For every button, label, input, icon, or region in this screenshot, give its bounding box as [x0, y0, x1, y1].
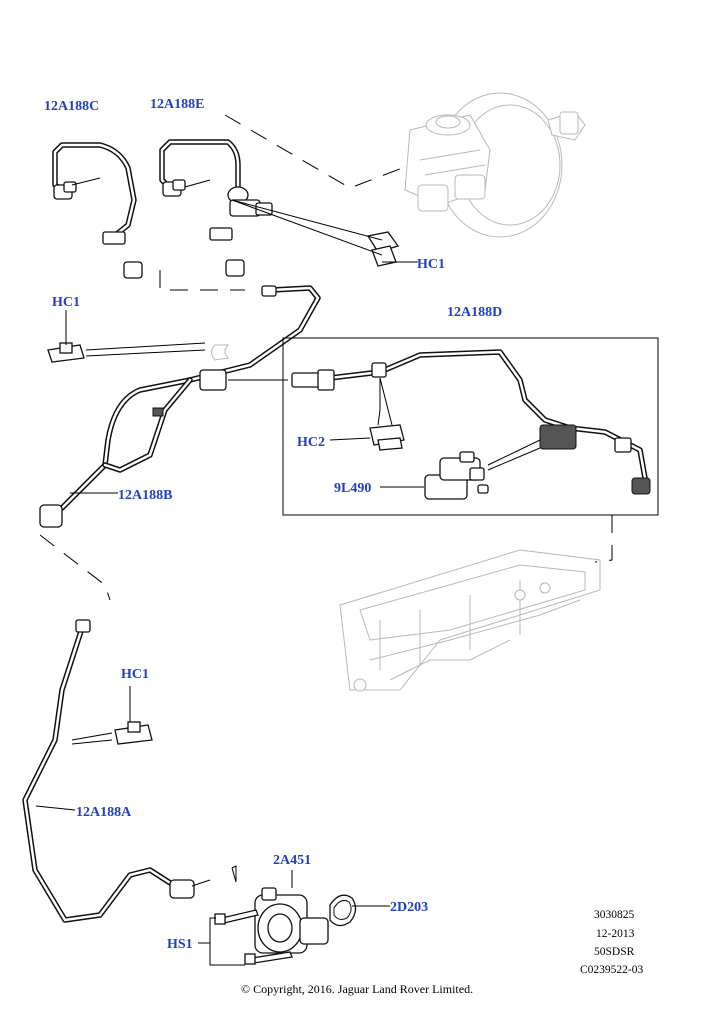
- bolts-hs1[interactable]: [214, 909, 293, 965]
- pipe-12a188a: [22, 625, 181, 923]
- meta-line-4: C0239522-03: [580, 964, 644, 976]
- callout-hc2[interactable]: HC2: [297, 435, 325, 450]
- engine-ghost: [339, 549, 601, 692]
- clip-ghost: [211, 344, 230, 361]
- clip-hc1-mid[interactable]: [114, 721, 153, 745]
- callout-12a188d[interactable]: 12A188D: [447, 305, 502, 320]
- clip-hc1-top[interactable]: [366, 231, 400, 267]
- callout-12a188e[interactable]: 12A188E: [150, 97, 204, 112]
- callout-leaders: [35, 177, 541, 966]
- brake-booster-ghost: [404, 92, 586, 238]
- vacuum-pump-2a451[interactable]: [254, 887, 329, 954]
- callout-9l490[interactable]: 9L490: [334, 481, 371, 496]
- callout-12a188b[interactable]: 12A188B: [118, 488, 172, 503]
- dashed-leaders: [39, 114, 613, 601]
- valve-9l490[interactable]: [424, 451, 489, 500]
- pipe-12a188b: [59, 285, 321, 511]
- callout-2d203[interactable]: 2D203: [390, 900, 428, 915]
- seal-2d203[interactable]: [329, 894, 357, 927]
- callout-hc1-mid[interactable]: HC1: [121, 667, 149, 682]
- clip-hc1-left[interactable]: [47, 342, 85, 363]
- drawing-meta: 3030825 12-2013 50SDSR C0239522-03: [580, 909, 644, 976]
- meta-line-2: 12-2013: [596, 928, 635, 940]
- pipe-12a188c: [52, 142, 137, 241]
- assembly-box-12a188d: [282, 337, 659, 516]
- callout-12a188c[interactable]: 12A188C: [44, 99, 99, 114]
- callout-12a188a[interactable]: 12A188A: [76, 805, 132, 820]
- meta-line-3: 50SDSR: [594, 946, 635, 958]
- callout-2a451[interactable]: 2A451: [273, 853, 311, 868]
- meta-line-1: 3030825: [594, 909, 635, 921]
- index-mark: [231, 865, 237, 882]
- callout-hc1-left[interactable]: HC1: [52, 295, 80, 310]
- pipe-connectors: [39, 179, 651, 899]
- pipe-12a188e: [159, 139, 241, 193]
- copyright-notice: © Copyright, 2016. Jaguar Land Rover Lim…: [241, 982, 473, 996]
- callout-hs1[interactable]: HS1: [167, 937, 193, 952]
- callout-hc1-top[interactable]: HC1: [417, 257, 445, 272]
- clip-hc2[interactable]: [369, 424, 405, 451]
